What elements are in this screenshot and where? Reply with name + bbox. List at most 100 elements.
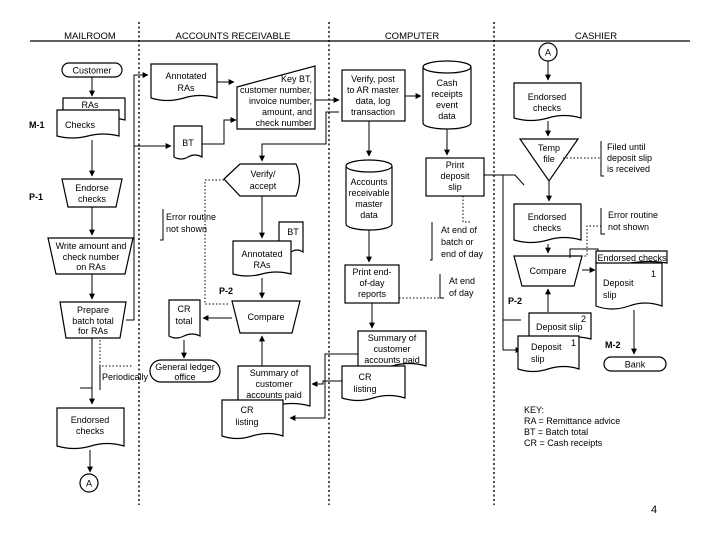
lane-header-accounts-receivable: ACCOUNTS RECEIVABLE bbox=[176, 31, 291, 42]
svg-text:Verify/: Verify/ bbox=[250, 169, 276, 179]
svg-text:batch or: batch or bbox=[441, 237, 474, 247]
svg-text:Endorse: Endorse bbox=[75, 183, 109, 193]
lane-headers: MAILROOM ACCOUNTS RECEIVABLE COMPUTER CA… bbox=[30, 31, 690, 42]
svg-text:Annotated: Annotated bbox=[165, 71, 206, 81]
annotated-ras-bt-documents: BT Annotated RAs bbox=[232, 221, 304, 277]
svg-text:Annotated: Annotated bbox=[241, 249, 282, 259]
lane-header-cashier: CASHIER bbox=[575, 31, 617, 42]
cr-total-document: CR total bbox=[168, 299, 201, 339]
svg-text:check number: check number bbox=[63, 252, 120, 262]
svg-text:file: file bbox=[543, 154, 555, 164]
svg-text:receivable: receivable bbox=[348, 188, 389, 198]
summary-cr-listing-documents-computer: Summary of customer accounts paid CR lis… bbox=[341, 330, 427, 402]
lane-header-computer: COMPUTER bbox=[385, 31, 440, 42]
svg-text:Deposit: Deposit bbox=[603, 278, 634, 288]
end-of-batch-annotation: At end of batch or end of day bbox=[430, 222, 484, 261]
svg-text:listing: listing bbox=[235, 417, 258, 427]
svg-text:of-day: of-day bbox=[359, 278, 385, 288]
svg-text:At end of: At end of bbox=[441, 225, 478, 235]
connector-a-cashier: A bbox=[538, 42, 558, 62]
cash-receipts-event-data-disk: Cash receipts event data bbox=[422, 60, 472, 130]
svg-text:accounts paid: accounts paid bbox=[364, 355, 420, 365]
svg-text:reports: reports bbox=[358, 289, 387, 299]
svg-text:master: master bbox=[355, 199, 383, 209]
svg-text:A: A bbox=[86, 479, 92, 489]
compare-manual-op-cashier: Compare bbox=[513, 255, 583, 287]
endorsed-checks-document-mailroom: Endorsed checks bbox=[56, 407, 125, 450]
summary-cr-listing-documents-ar: Summary of customer accounts paid CR lis… bbox=[221, 365, 311, 440]
svg-text:to AR master: to AR master bbox=[347, 85, 399, 95]
svg-text:CR: CR bbox=[178, 304, 191, 314]
svg-text:At end: At end bbox=[449, 276, 475, 286]
error-routine-annotation-ar: Error routine not shown bbox=[160, 209, 216, 241]
error-routine-annotation-cashier: Error routine not shown bbox=[600, 208, 658, 235]
svg-text:not shown: not shown bbox=[166, 224, 207, 234]
svg-text:CR: CR bbox=[359, 372, 372, 382]
svg-text:accounts paid: accounts paid bbox=[246, 390, 302, 400]
svg-text:BT: BT bbox=[182, 138, 194, 148]
lane-separators bbox=[138, 22, 495, 505]
svg-text:Error routine: Error routine bbox=[166, 212, 216, 222]
svg-text:Temp: Temp bbox=[538, 143, 560, 153]
svg-text:office: office bbox=[174, 372, 195, 382]
svg-text:deposit: deposit bbox=[440, 171, 470, 181]
print-eod-reports-process: Print end- of-day reports bbox=[344, 264, 400, 304]
svg-text:Bank: Bank bbox=[625, 360, 646, 370]
bt-small-label: BT bbox=[287, 227, 299, 237]
prepare-batch-total-manual-op: Prepare batch total for RAs bbox=[59, 301, 127, 339]
svg-text:data: data bbox=[438, 111, 456, 121]
ras-label: RAs bbox=[81, 100, 99, 110]
ras-checks-documents: RAs Checks bbox=[56, 97, 126, 139]
checks-label: Checks bbox=[65, 120, 96, 130]
p2-label-ar: P-2 bbox=[219, 286, 233, 296]
m1-label: M-1 bbox=[29, 120, 45, 130]
svg-text:data: data bbox=[360, 210, 378, 220]
end-of-day-annotation: At end of day bbox=[439, 274, 475, 299]
svg-text:Filed until: Filed until bbox=[607, 142, 646, 152]
svg-text:A: A bbox=[545, 48, 551, 58]
svg-text:Compare: Compare bbox=[247, 312, 284, 322]
svg-text:is received: is received bbox=[607, 164, 650, 174]
svg-text:Verify, post: Verify, post bbox=[351, 74, 395, 84]
svg-text:checks: checks bbox=[76, 426, 105, 436]
deposit-slip-documents-cashier: Deposit slip 2 Deposit slip 1 bbox=[517, 312, 592, 373]
annotated-ras-document-top: Annotated RAs bbox=[150, 63, 218, 102]
svg-text:checks: checks bbox=[533, 223, 562, 233]
bt-document: BT bbox=[173, 125, 203, 160]
svg-text:Prepare: Prepare bbox=[77, 305, 109, 315]
endorsed-checks-deposit-slip-documents: Endorsed checks Deposit slip 1 bbox=[595, 250, 668, 310]
filed-until-annotation: Filed until deposit slip is received bbox=[600, 141, 652, 177]
endorsed-checks-document-cashier-mid: Endorsed checks bbox=[513, 203, 582, 244]
key-title: KEY: bbox=[524, 405, 544, 415]
svg-text:Error routine: Error routine bbox=[608, 210, 658, 220]
svg-text:customer: customer bbox=[373, 344, 410, 354]
p2-label-cashier: P-2 bbox=[508, 296, 522, 306]
svg-text:Key BT,: Key BT, bbox=[281, 74, 312, 84]
svg-text:Endorsed: Endorsed bbox=[528, 92, 567, 102]
key-item-cr: CR = Cash receipts bbox=[524, 438, 603, 448]
svg-text:Print end-: Print end- bbox=[352, 267, 391, 277]
key-item-bt: BT = Batch total bbox=[524, 427, 588, 437]
svg-text:Endorsed: Endorsed bbox=[71, 415, 110, 425]
svg-text:accept: accept bbox=[250, 181, 277, 191]
svg-text:of day: of day bbox=[449, 288, 474, 298]
svg-text:Compare: Compare bbox=[529, 266, 566, 276]
svg-text:slip: slip bbox=[531, 354, 545, 364]
svg-text:invoice number,: invoice number, bbox=[249, 96, 312, 106]
svg-text:checks: checks bbox=[533, 103, 562, 113]
ar-master-data-disk: Accounts receivable master data bbox=[345, 159, 393, 231]
svg-text:RAs: RAs bbox=[253, 260, 271, 270]
endorsed-checks-document-cashier-top: Endorsed checks bbox=[513, 82, 582, 122]
svg-text:on RAs: on RAs bbox=[76, 262, 106, 272]
deposit-slip-2-number: 2 bbox=[581, 314, 586, 324]
svg-text:transaction: transaction bbox=[351, 107, 395, 117]
general-ledger-office-terminal: General ledger office bbox=[149, 359, 221, 383]
write-amount-manual-op: Write amount and check number on RAs bbox=[47, 237, 134, 275]
key-bt-manual-input: Key BT, customer number, invoice number,… bbox=[236, 65, 316, 130]
svg-text:checks: checks bbox=[78, 194, 107, 204]
print-deposit-slip-process: Print deposit slip bbox=[425, 157, 485, 197]
lane-header-mailroom: MAILROOM bbox=[64, 31, 116, 42]
svg-text:customer: customer bbox=[255, 379, 292, 389]
svg-text:listing: listing bbox=[353, 384, 376, 394]
